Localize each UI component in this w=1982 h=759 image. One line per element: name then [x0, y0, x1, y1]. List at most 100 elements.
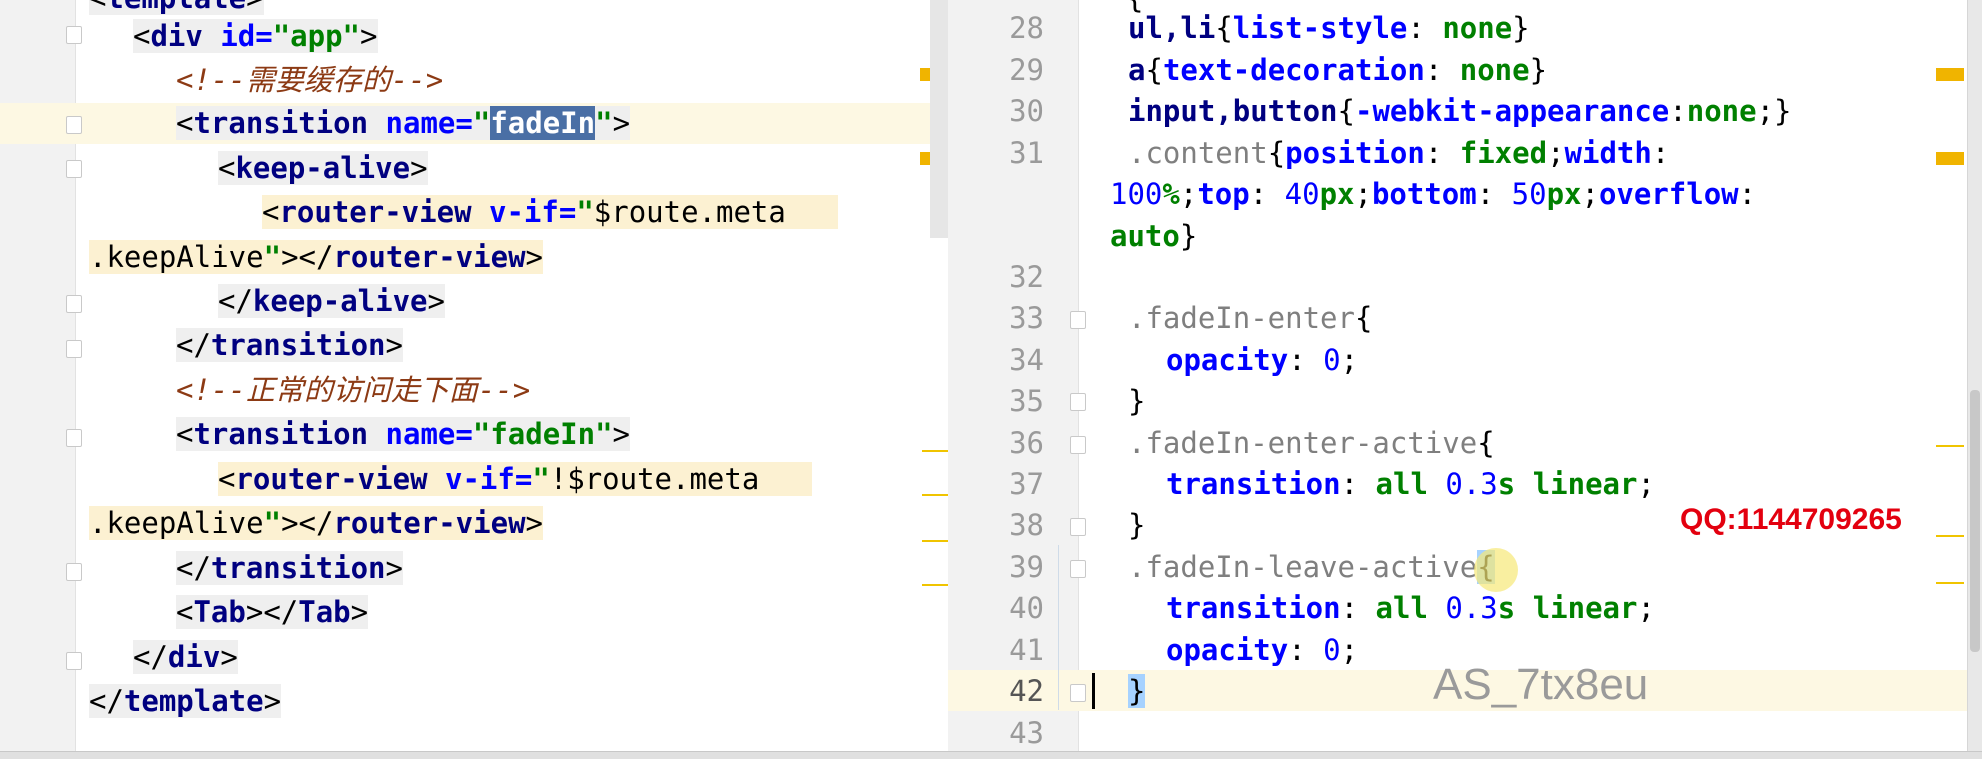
fold-marker[interactable] — [1070, 684, 1086, 702]
code-line: ul,li{list-style: none} — [1128, 11, 1530, 45]
attr-value: "app" — [272, 19, 361, 53]
right-gutter — [948, 0, 1079, 751]
fold-marker[interactable] — [1070, 518, 1086, 536]
attr-expression: .keepAlive — [89, 506, 264, 540]
code-line: </transition> — [176, 328, 403, 362]
attr-name: id= — [220, 19, 273, 53]
indent-guide — [1058, 545, 1059, 710]
line-number: 34 — [1009, 343, 1044, 377]
attr-expression: $route.meta — [593, 195, 786, 229]
left-scrollbar-track[interactable] — [930, 0, 948, 238]
line-number: 43 — [1009, 716, 1044, 750]
fold-marker[interactable] — [66, 340, 82, 358]
attr-name: v-if= — [445, 462, 533, 496]
tag-name: transition — [193, 106, 369, 140]
tag-name: router-view — [333, 240, 526, 274]
change-marker — [922, 450, 948, 452]
line-number: 32 — [1009, 260, 1044, 294]
code-line: .fadeIn-enter-active{ — [1128, 426, 1495, 460]
fold-marker[interactable] — [66, 563, 82, 581]
warning-marker[interactable] — [1936, 68, 1964, 81]
css-editor-pane[interactable]: 28 29 30 31 32 33 34 35 36 37 38 39 40 4… — [948, 0, 1982, 751]
fold-marker[interactable] — [66, 116, 82, 134]
change-marker — [1936, 445, 1964, 447]
fold-marker[interactable] — [66, 160, 82, 178]
line-number: 39 — [1009, 550, 1044, 584]
fold-marker[interactable] — [1070, 560, 1086, 578]
line-number: 38 — [1009, 508, 1044, 542]
code-line: } — [1128, 508, 1146, 542]
text-caret — [1092, 673, 1095, 709]
warning-marker[interactable] — [1936, 152, 1964, 165]
code-line: .content{position: fixed;width: — [1128, 136, 1670, 170]
attr-expression: !$route.meta — [549, 462, 760, 496]
line-number: 36 — [1009, 426, 1044, 460]
html-editor-pane[interactable]: <template> <div id="app"> <!--需要缓存的--> <… — [0, 0, 948, 751]
code-line: .keepAlive"></router-view> — [89, 240, 543, 274]
fold-marker[interactable] — [66, 26, 82, 44]
code-line: .keepAlive"></router-view> — [89, 506, 543, 540]
code-line: transition: all 0.3s linear; — [1166, 467, 1655, 501]
code-line: { — [1126, 0, 1143, 19]
tag-name: Tab — [298, 595, 351, 629]
current-line-highlight — [948, 670, 1982, 711]
tag-name: div — [167, 640, 221, 674]
code-comment: <!--需要缓存的--> — [176, 63, 444, 97]
line-number: 30 — [1009, 94, 1044, 128]
code-line: opacity: 0; — [1166, 343, 1359, 377]
code-line: <template> — [89, 0, 264, 19]
line-number: 31 — [1009, 136, 1044, 170]
qq-overlay-text: QQ:1144709265 — [1680, 503, 1902, 536]
line-number: 42 — [1009, 674, 1044, 708]
line-number: 37 — [1009, 467, 1044, 501]
code-line: </transition> — [176, 551, 403, 585]
selected-text[interactable]: fadeIn — [490, 106, 596, 140]
code-line: <Tab></Tab> — [176, 595, 369, 629]
tag-name: Tab — [193, 595, 246, 629]
change-marker — [922, 540, 948, 542]
code-line: opacity: 0; — [1166, 633, 1359, 667]
attr-value: "fadeIn" — [472, 417, 613, 451]
vertical-scrollbar[interactable] — [1967, 0, 1982, 751]
line-number: 35 — [1009, 384, 1044, 418]
code-line: .fadeIn-leave-active{ — [1128, 547, 1495, 588]
fold-marker[interactable] — [1070, 393, 1086, 411]
line-number: 33 — [1009, 301, 1044, 335]
line-number: 29 — [1009, 53, 1044, 87]
bottom-status-bar — [0, 751, 1982, 759]
tag-name: keep-alive — [235, 151, 411, 185]
code-line: </div> — [133, 640, 238, 674]
line-number: 28 — [1009, 11, 1044, 45]
change-marker — [922, 494, 948, 496]
line-number: 40 — [1009, 591, 1044, 625]
code-line: </template> — [89, 684, 282, 718]
fold-marker[interactable] — [66, 295, 82, 313]
code-line: input,button{-webkit-appearance:none;} — [1128, 94, 1792, 128]
code-line: <div id="app"> — [133, 19, 378, 53]
tag-name: template — [123, 684, 264, 718]
tag-name: router-view — [333, 506, 526, 540]
code-line: auto} — [1110, 219, 1198, 253]
change-marker — [1936, 582, 1964, 584]
code-line: <transition name="fadeIn"> — [176, 417, 631, 451]
tag-name: router-view — [279, 195, 472, 229]
fold-marker[interactable] — [1070, 436, 1086, 454]
code-line: <transition name="fadeIn"> — [176, 106, 631, 140]
fold-marker[interactable] — [1070, 311, 1086, 329]
code-line: <router-view v-if="!$route.meta — [218, 459, 948, 500]
attr-name: name= — [385, 106, 473, 140]
scrollbar-thumb[interactable] — [1970, 390, 1980, 652]
code-line: <keep-alive> — [218, 151, 428, 185]
fold-marker[interactable] — [66, 429, 82, 447]
fold-marker[interactable] — [66, 652, 82, 670]
watermark-text: AS_7tx8eu — [1433, 660, 1649, 709]
code-line: 100%;top: 40px;bottom: 50px;overflow: — [1110, 177, 1757, 211]
tag-name: transition — [193, 417, 369, 451]
attr-name: v-if= — [489, 195, 577, 229]
code-line: </keep-alive> — [218, 284, 445, 318]
mouse-cursor-highlight — [1474, 548, 1518, 592]
code-line: <router-view v-if="$route.meta — [262, 192, 948, 233]
code-line: .fadeIn-enter{ — [1128, 301, 1373, 335]
attr-name: name= — [385, 417, 473, 451]
code-line: transition: all 0.3s linear; — [1166, 591, 1655, 625]
